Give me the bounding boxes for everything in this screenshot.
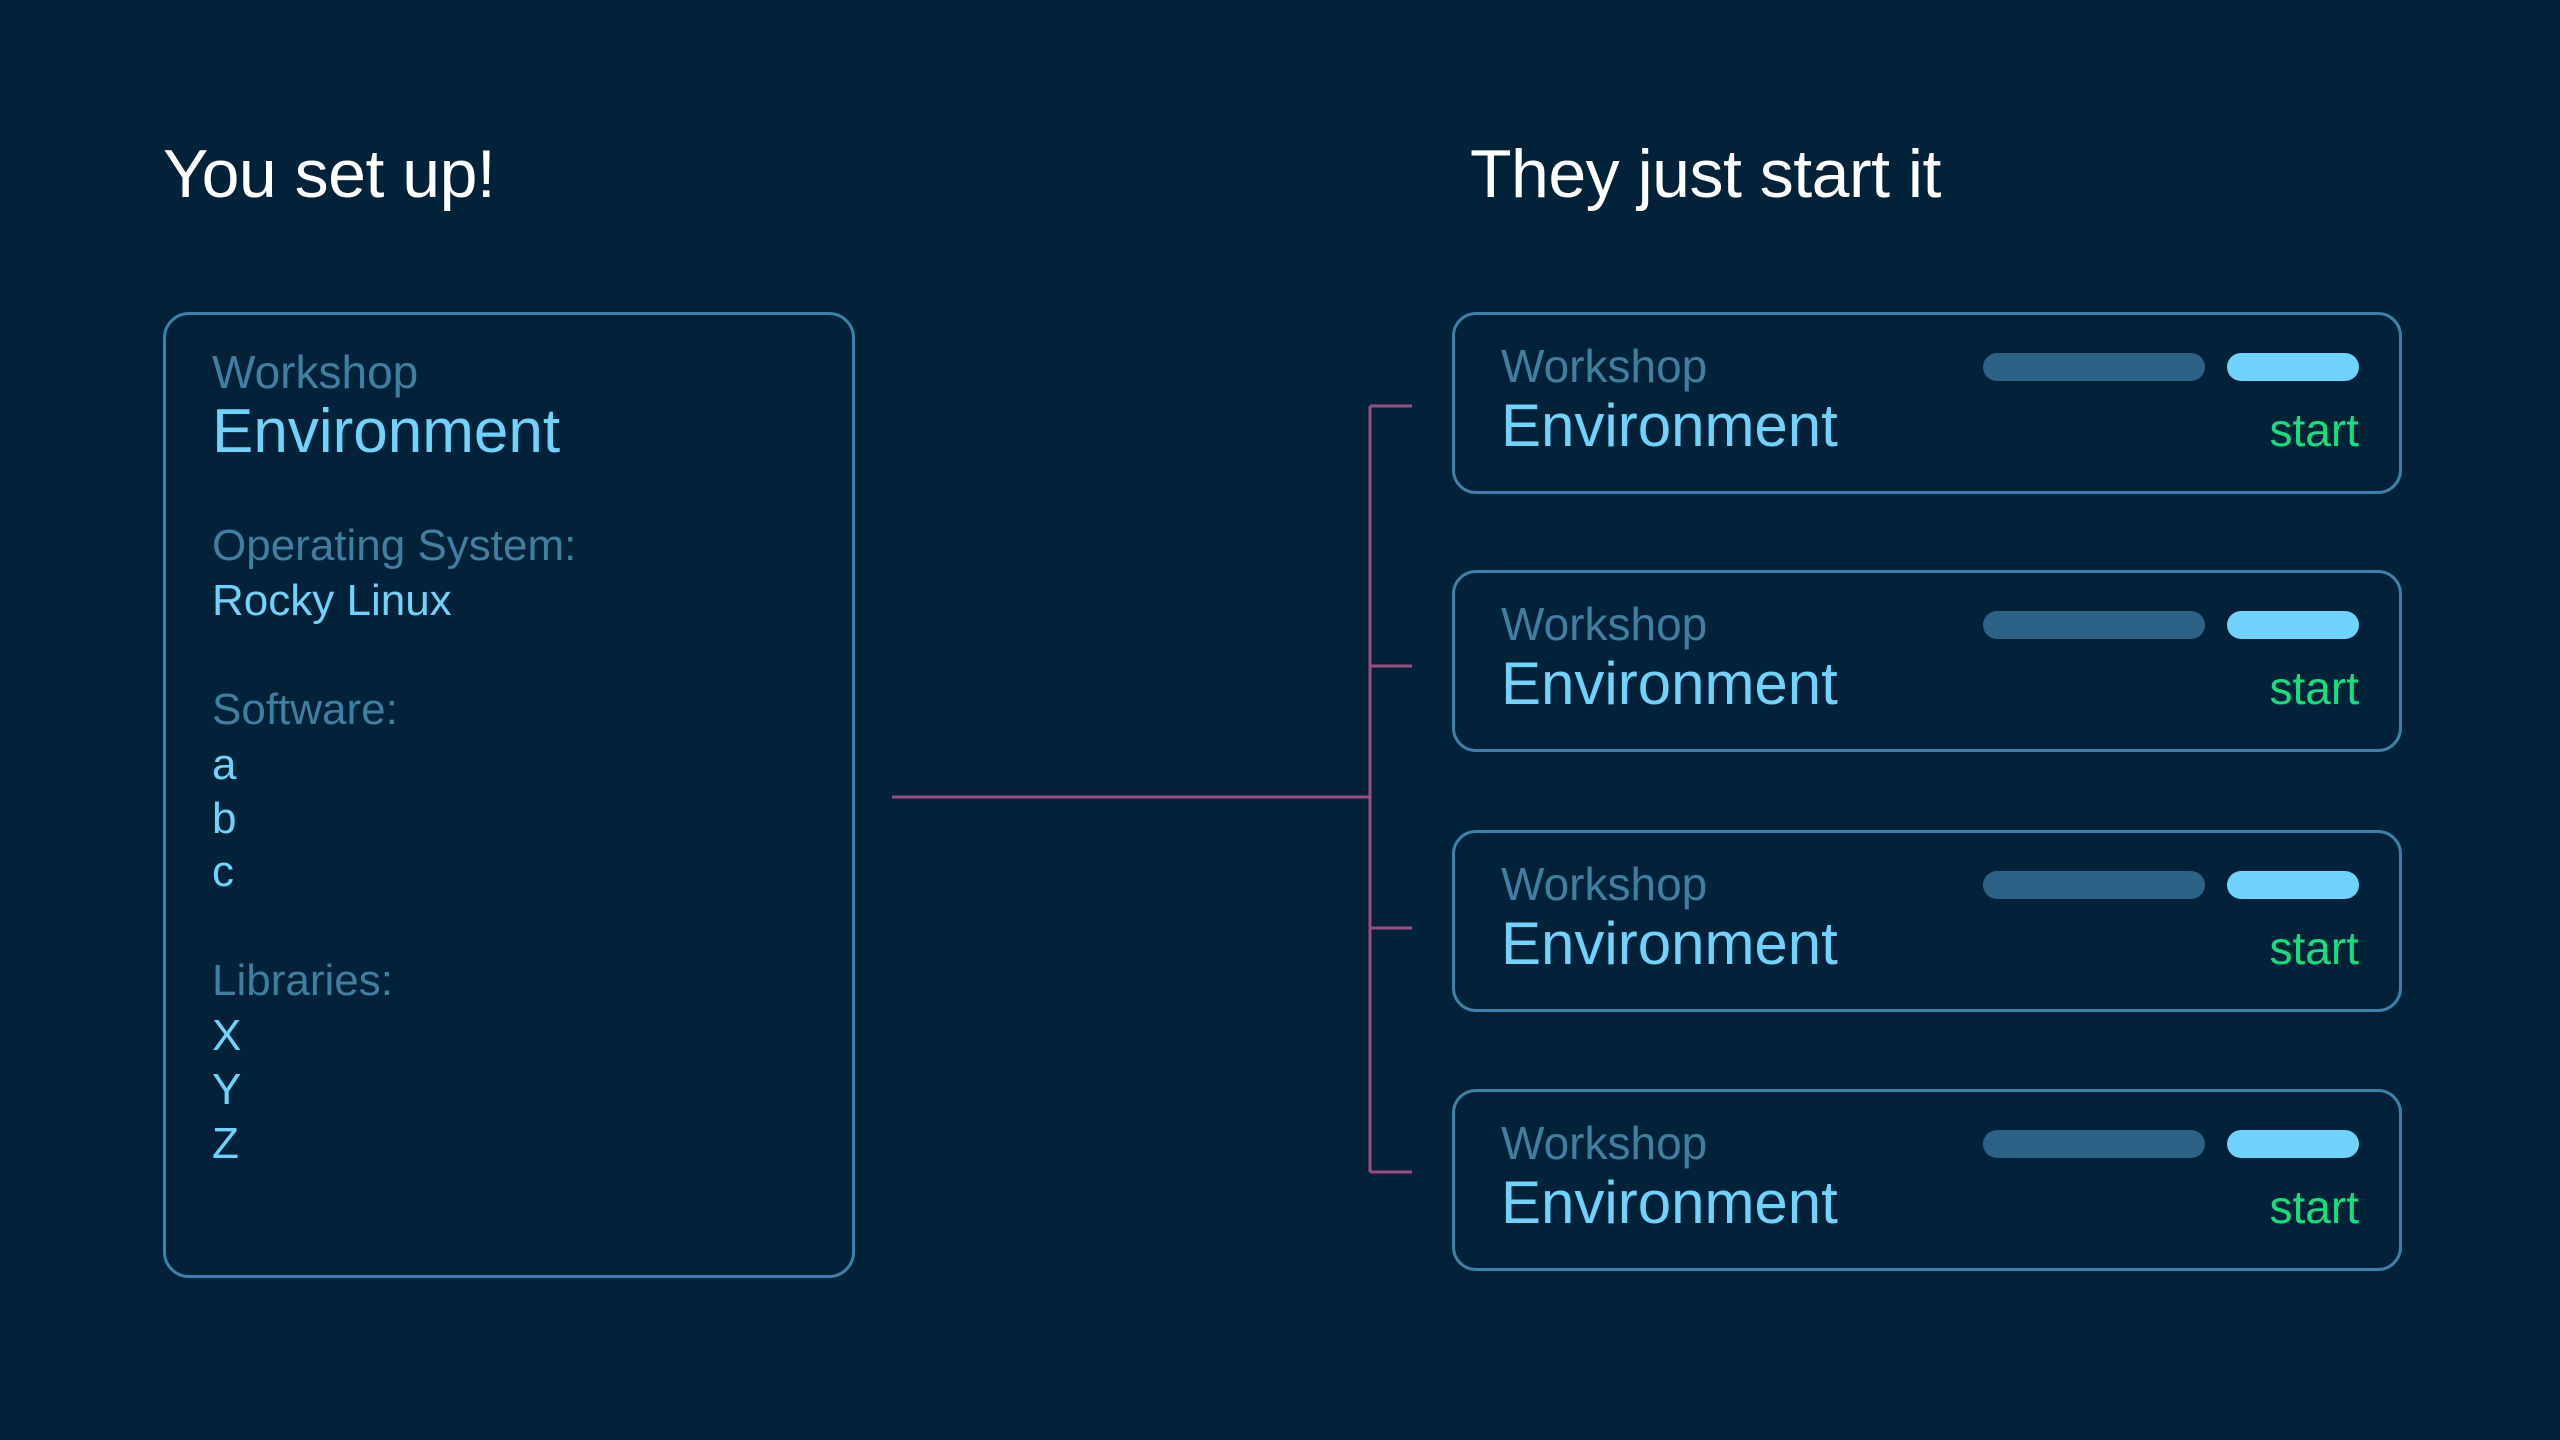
start-button[interactable]: start bbox=[2269, 922, 2359, 974]
spec-value: b bbox=[212, 793, 237, 843]
instance-card[interactable]: Workshop Environment start bbox=[1452, 570, 2402, 752]
progress-pill-light bbox=[2227, 611, 2359, 639]
spec-group-values: Rocky Linux bbox=[212, 574, 824, 628]
instance-card-text: Workshop Environment bbox=[1501, 341, 1838, 458]
instance-card-headline: Environment bbox=[1501, 909, 1838, 977]
instance-card[interactable]: Workshop Environment start bbox=[1452, 312, 2402, 494]
instance-card[interactable]: Workshop Environment start bbox=[1452, 1089, 2402, 1271]
instance-card-eyebrow: Workshop bbox=[1501, 340, 1708, 392]
progress-pill-dark bbox=[1983, 1130, 2205, 1158]
spec-group-label: Operating System: bbox=[212, 520, 577, 570]
instance-card[interactable]: Workshop Environment start bbox=[1452, 830, 2402, 1012]
instance-card-text: Workshop Environment bbox=[1501, 599, 1838, 716]
progress-pill-dark bbox=[1983, 871, 2205, 899]
spec-group-software: Software: a b c bbox=[212, 682, 824, 899]
spec-group-label: Software: bbox=[212, 684, 398, 734]
spec-group-label: Libraries: bbox=[212, 955, 393, 1005]
environment-spec-card: Workshop Environment Operating System: R… bbox=[163, 312, 855, 1278]
spec-card-headline: Environment bbox=[212, 396, 561, 466]
instance-card-headline: Environment bbox=[1501, 649, 1838, 717]
spec-card-content: Workshop Environment Operating System: R… bbox=[212, 346, 824, 1170]
spec-card-eyebrow: Workshop bbox=[212, 346, 419, 398]
instance-card-eyebrow: Workshop bbox=[1501, 598, 1708, 650]
progress-pill-dark bbox=[1983, 611, 2205, 639]
spec-value: Y bbox=[212, 1064, 242, 1114]
progress-pill-dark bbox=[1983, 353, 2205, 381]
spec-value: Z bbox=[212, 1118, 239, 1168]
instance-card-headline: Environment bbox=[1501, 391, 1838, 459]
spec-value: c bbox=[212, 847, 234, 897]
spec-group-libraries: Libraries: X Y Z bbox=[212, 953, 824, 1170]
instance-card-pill-row bbox=[1983, 611, 2359, 639]
instance-card-eyebrow: Workshop bbox=[1501, 1117, 1708, 1169]
progress-pill-light bbox=[2227, 353, 2359, 381]
spec-group-values: X Y Z bbox=[212, 1009, 824, 1170]
instance-card-eyebrow: Workshop bbox=[1501, 858, 1708, 910]
start-button[interactable]: start bbox=[2269, 404, 2359, 456]
left-section-title: You set up! bbox=[163, 136, 496, 212]
spec-group-operating-system: Operating System: Rocky Linux bbox=[212, 518, 824, 628]
spec-value: X bbox=[212, 1011, 242, 1061]
progress-pill-light bbox=[2227, 1130, 2359, 1158]
instance-card-pill-row bbox=[1983, 871, 2359, 899]
start-button[interactable]: start bbox=[2269, 662, 2359, 714]
instance-card-text: Workshop Environment bbox=[1501, 1118, 1838, 1235]
instance-card-pill-row bbox=[1983, 1130, 2359, 1158]
instance-card-text: Workshop Environment bbox=[1501, 859, 1838, 976]
spec-group-values: a b c bbox=[212, 738, 824, 899]
progress-pill-light bbox=[2227, 871, 2359, 899]
instance-card-headline: Environment bbox=[1501, 1168, 1838, 1236]
instance-card-pill-row bbox=[1983, 353, 2359, 381]
start-button[interactable]: start bbox=[2269, 1181, 2359, 1233]
spec-value: Rocky Linux bbox=[212, 575, 452, 625]
spec-value: a bbox=[212, 739, 237, 789]
right-section-title: They just start it bbox=[1470, 136, 1941, 212]
